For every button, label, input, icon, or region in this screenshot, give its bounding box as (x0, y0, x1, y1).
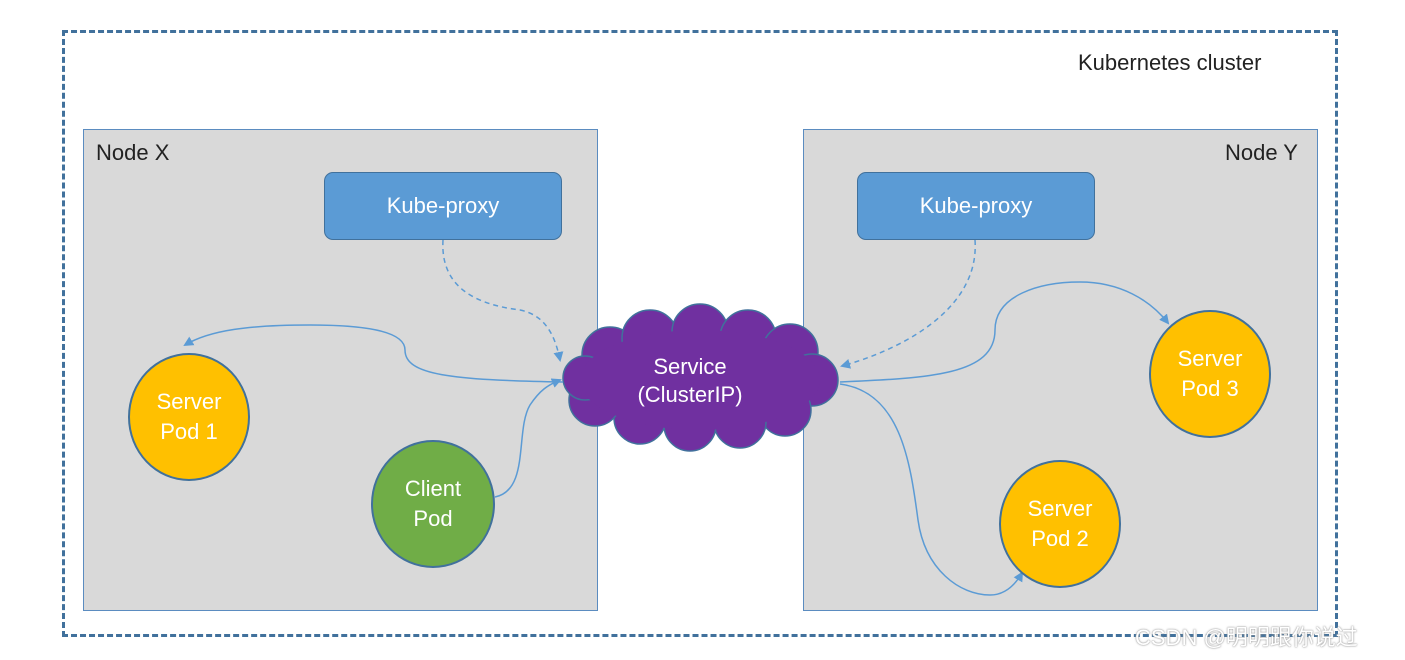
kubernetes-cluster-boundary (62, 30, 1338, 637)
node-x-label: Node X (96, 140, 170, 165)
client-to-service-arrow (494, 378, 562, 498)
node-y-label: Node Y (1225, 140, 1298, 165)
service-to-pod3-arrow (839, 281, 1170, 383)
kube-proxy-y-to-service-arrow (840, 239, 976, 369)
pod-label-line1: Server (156, 389, 222, 414)
service-cloud (562, 303, 839, 452)
service-to-pod1-arrow (183, 324, 564, 383)
watermark: CSDN @明明跟你说过 (1135, 625, 1358, 650)
server-pod-2: Server Pod 2 (999, 460, 1121, 588)
service-to-pod2-arrow (839, 383, 1024, 596)
kube-proxy-label: Kube-proxy (386, 193, 500, 218)
pod-label-line2: Pod (413, 506, 453, 531)
kube-proxy-node-y: Kube-proxy (857, 172, 1095, 240)
server-pod-3: Server Pod 3 (1149, 310, 1271, 438)
service-label-line1: Service (653, 354, 727, 379)
kube-proxy-node-x: Kube-proxy (324, 172, 562, 240)
client-pod: Client Pod (371, 440, 495, 568)
pod-label-line1: Server (1027, 496, 1093, 521)
kube-proxy-label: Kube-proxy (919, 193, 1033, 218)
pod-label-line2: Pod 3 (1181, 376, 1239, 401)
pod-label-line2: Pod 1 (160, 419, 218, 444)
server-pod-1: Server Pod 1 (128, 353, 250, 481)
service-label-line2: (ClusterIP) (637, 382, 743, 407)
pod-label-line1: Server (1177, 346, 1243, 371)
service-label: Service (ClusterIP) (610, 353, 770, 409)
pod-label-line1: Client (404, 476, 462, 501)
pod-label-line2: Pod 2 (1031, 526, 1089, 551)
cluster-label: Kubernetes cluster (1078, 50, 1262, 75)
kube-proxy-x-to-service-arrow (442, 239, 564, 362)
